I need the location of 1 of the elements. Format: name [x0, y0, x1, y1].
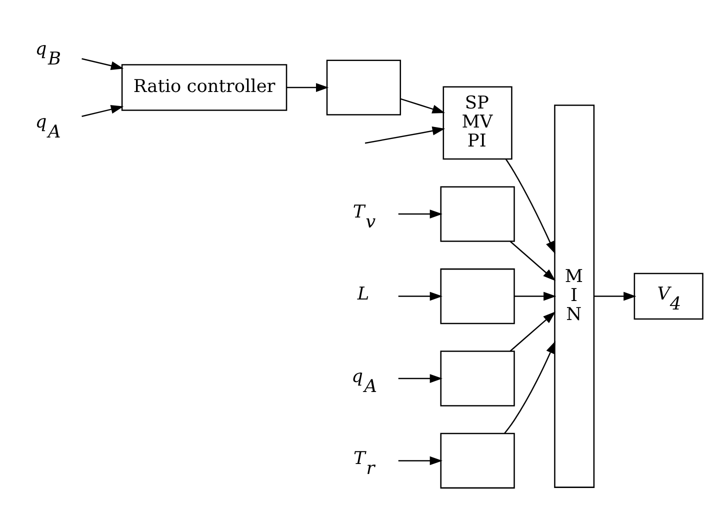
node-text: L — [357, 284, 370, 305]
